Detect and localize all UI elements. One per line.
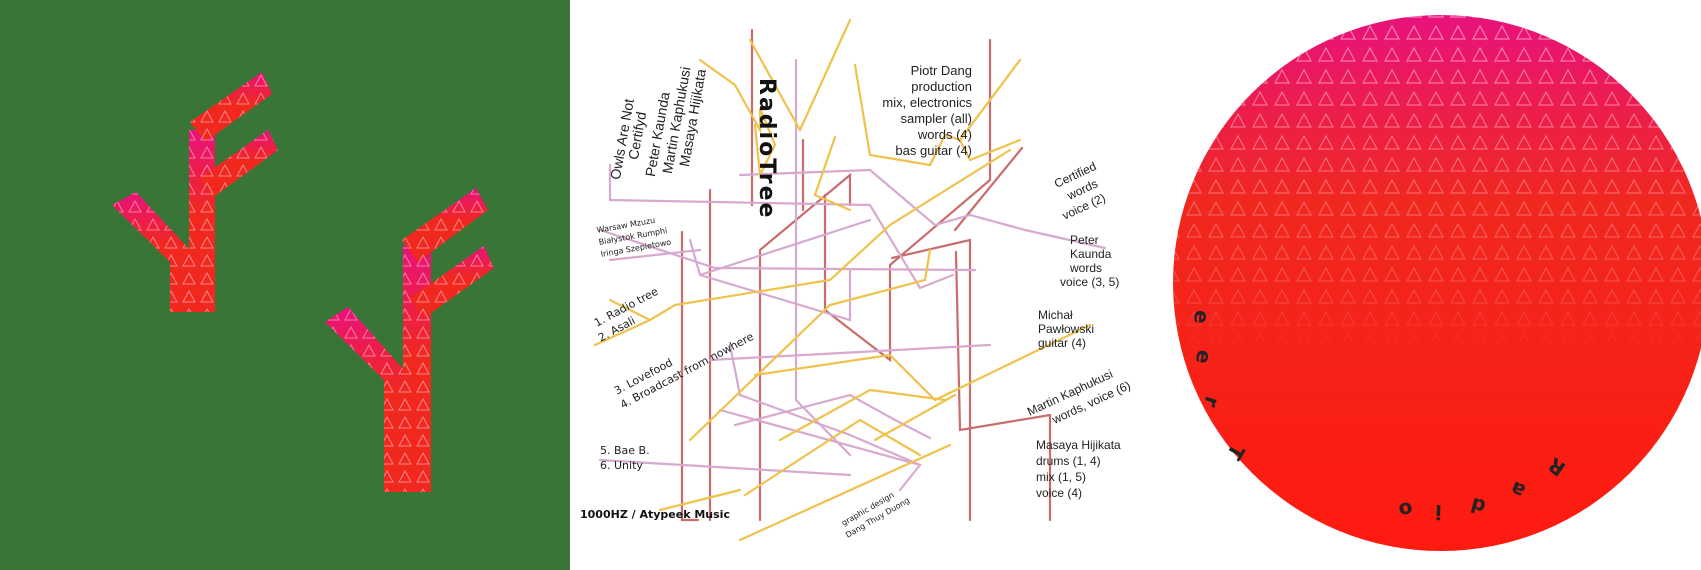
album-title: RadioTree (754, 78, 779, 220)
credit-peter-3: words (1070, 261, 1103, 275)
tree-glyph-logo (0, 0, 570, 570)
disc-letter-4: i (1434, 499, 1443, 525)
credit-piotr-1: Piotr Dang (910, 63, 972, 78)
credit-peter-2: Kaunda (1070, 247, 1112, 261)
credit-michal-3: guitar (4) (1038, 336, 1087, 350)
credit-piotr-2: production (911, 79, 972, 94)
credit-peter-4: voice (3, 5) (1060, 275, 1120, 289)
tree-glyph-1 (112, 72, 278, 312)
track-6: 6. Unity (600, 459, 643, 472)
credit-masaya-3: mix (1, 5) (1036, 470, 1087, 484)
back-cover-panel (0, 0, 570, 570)
credit-masaya-2: drums (1, 4) (1036, 454, 1101, 468)
disc-graphic (1173, 15, 1701, 551)
credit-peter-1: Peter (1070, 233, 1099, 247)
disc-panel: R a d i o T r e e (1139, 0, 1701, 570)
credit-michal-1: Michał (1038, 308, 1073, 322)
credit-masaya-4: voice (4) (1036, 486, 1083, 500)
disc-letter-9: e (1189, 309, 1215, 325)
credit-masaya-1: Masaya Hijikata (1036, 438, 1121, 452)
credit-piotr-5: words (4) (917, 127, 972, 142)
credit-michal-2: Pawłowski (1038, 322, 1095, 336)
credit-piotr-6: bas guitar (4) (895, 143, 972, 158)
track-5: 5. Bae B. (600, 444, 650, 457)
metro-lines-graphic (593, 18, 1107, 542)
credit-piotr-3: mix, electronics (882, 95, 972, 110)
label-text: 1000HZ / Atypeek Music (580, 508, 730, 521)
inner-sleeve-panel: RadioTree Owls Are Not Certifyd Peter Ka… (570, 0, 1139, 570)
credit-piotr-4: sampler (all) (900, 111, 972, 126)
tree-glyph-2 (325, 188, 494, 492)
green-background (0, 0, 570, 570)
